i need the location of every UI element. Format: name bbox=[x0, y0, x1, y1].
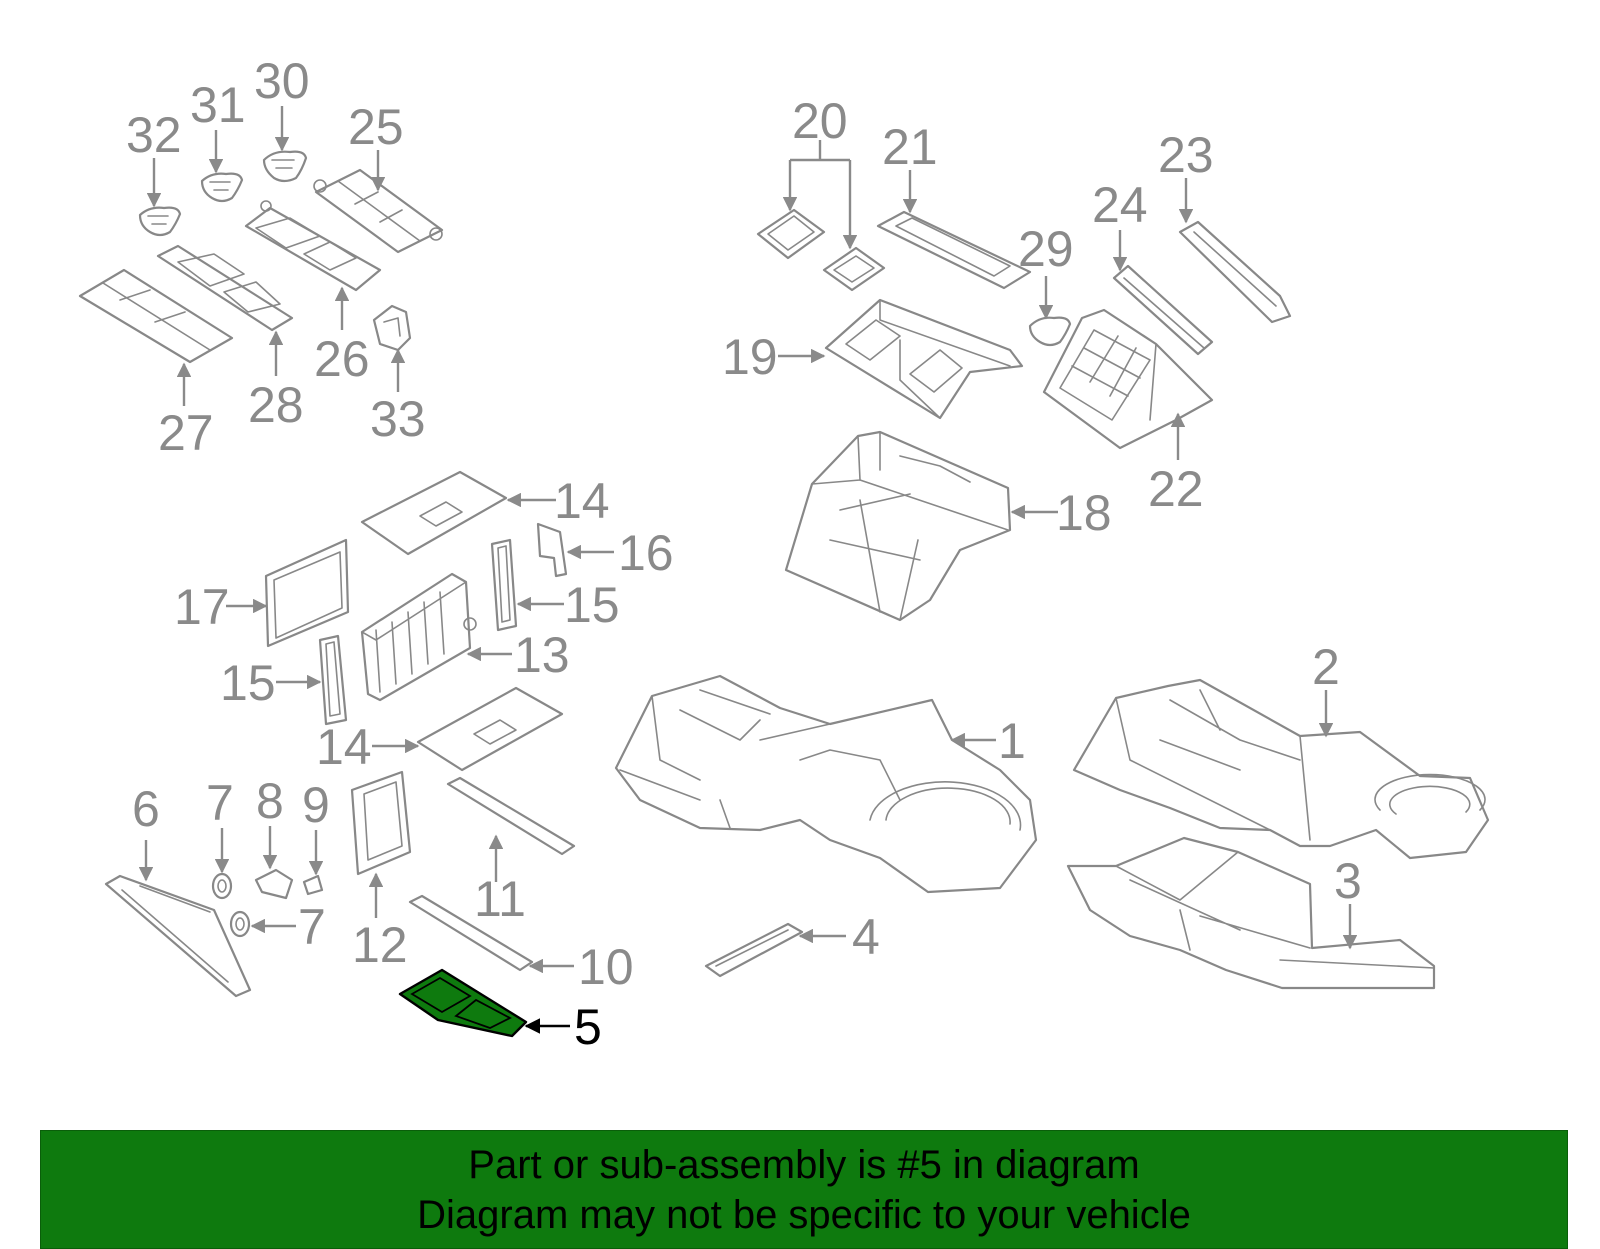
part-32-clip bbox=[138, 206, 182, 237]
callout-11: 11 bbox=[474, 871, 526, 927]
callout-26: 26 bbox=[314, 331, 370, 387]
part-9-plug bbox=[302, 874, 324, 896]
part-27-door bbox=[78, 268, 234, 364]
part-26-door bbox=[244, 200, 382, 292]
part-22-housing bbox=[1042, 308, 1214, 450]
callout-13: 13 bbox=[514, 627, 570, 683]
part-7-grommet-b bbox=[229, 910, 251, 938]
banner-line-part: Part or sub-assembly is #5 in diagram bbox=[468, 1142, 1140, 1187]
part-12-seal bbox=[350, 770, 412, 876]
part-33-bracket bbox=[372, 304, 412, 352]
callout-4: 4 bbox=[852, 909, 880, 965]
callout-10: 10 bbox=[578, 939, 634, 995]
callout-18: 18 bbox=[1056, 485, 1112, 541]
part-4-seal bbox=[704, 922, 804, 978]
part-16-bracket bbox=[536, 522, 568, 578]
part-13-core bbox=[360, 572, 477, 702]
leader-lines bbox=[138, 106, 1358, 1034]
part-28-door bbox=[156, 244, 294, 332]
part-19-cover bbox=[824, 298, 1024, 420]
callout-24: 24 bbox=[1092, 177, 1148, 233]
callout-27: 27 bbox=[158, 405, 214, 461]
part-2-housing bbox=[1072, 678, 1490, 860]
callout-20: 20 bbox=[792, 93, 848, 149]
part-20-seal-b bbox=[822, 246, 886, 292]
callout-25: 25 bbox=[348, 99, 404, 155]
callout-32: 32 bbox=[126, 107, 182, 163]
part-11-seal bbox=[446, 776, 576, 856]
part-8-clip bbox=[254, 868, 294, 900]
callout-17: 17 bbox=[174, 579, 230, 635]
part-15-seal-upper bbox=[490, 538, 518, 632]
part-15-seal-lower bbox=[318, 634, 348, 726]
callout-8: 8 bbox=[256, 773, 284, 829]
part-17-plate bbox=[264, 538, 350, 648]
callout-12: 12 bbox=[352, 917, 408, 973]
callout-labels: 32 31 30 25 26 27 28 33 20 21 29 24 23 1… bbox=[126, 53, 1362, 1055]
part-3-housing bbox=[1066, 836, 1436, 990]
part-1-housing bbox=[614, 674, 1038, 894]
callout-23: 23 bbox=[1158, 127, 1214, 183]
callout-14-lower: 14 bbox=[316, 719, 372, 775]
part-25-door bbox=[313, 168, 444, 254]
callout-30: 30 bbox=[254, 53, 310, 109]
callout-3: 3 bbox=[1334, 853, 1362, 909]
part-23-filter bbox=[1178, 220, 1292, 324]
parts-diagram: 32 31 30 25 26 27 28 33 20 21 29 24 23 1… bbox=[78, 53, 1490, 1055]
callout-15-lower: 15 bbox=[220, 655, 276, 711]
callout-16: 16 bbox=[618, 525, 674, 581]
banner-line-disclaimer: Diagram may not be specific to your vehi… bbox=[417, 1192, 1191, 1237]
part-29-clip bbox=[1028, 316, 1072, 347]
part-14-plate-lower bbox=[416, 686, 564, 772]
callout-15-upper: 15 bbox=[564, 577, 620, 633]
callout-5: 5 bbox=[574, 999, 602, 1055]
callout-22: 22 bbox=[1148, 461, 1204, 517]
part-20-seal-a bbox=[756, 208, 826, 260]
callout-9: 9 bbox=[302, 777, 330, 833]
callout-7-lower: 7 bbox=[298, 899, 326, 955]
part-5-highlighted[interactable] bbox=[398, 968, 528, 1038]
part-21-seal bbox=[876, 210, 1032, 290]
callout-31: 31 bbox=[190, 77, 246, 133]
callout-21: 21 bbox=[882, 119, 938, 175]
part-14-plate-upper bbox=[360, 470, 508, 556]
info-banner: Part or sub-assembly is #5 in diagram Di… bbox=[40, 1130, 1568, 1249]
callout-7-upper: 7 bbox=[206, 775, 234, 831]
callout-6: 6 bbox=[132, 781, 160, 837]
callout-29: 29 bbox=[1018, 221, 1074, 277]
part-31-clip bbox=[200, 172, 244, 203]
part-6-door bbox=[104, 874, 252, 998]
part-18-housing bbox=[784, 430, 1012, 622]
callout-28: 28 bbox=[248, 377, 304, 433]
callout-19: 19 bbox=[722, 329, 778, 385]
callout-1: 1 bbox=[998, 713, 1026, 769]
callout-33: 33 bbox=[370, 391, 426, 447]
part-30-clip bbox=[262, 150, 308, 183]
part-7-grommet-a bbox=[211, 872, 233, 900]
callout-2: 2 bbox=[1312, 639, 1340, 695]
callout-14-upper: 14 bbox=[554, 473, 610, 529]
